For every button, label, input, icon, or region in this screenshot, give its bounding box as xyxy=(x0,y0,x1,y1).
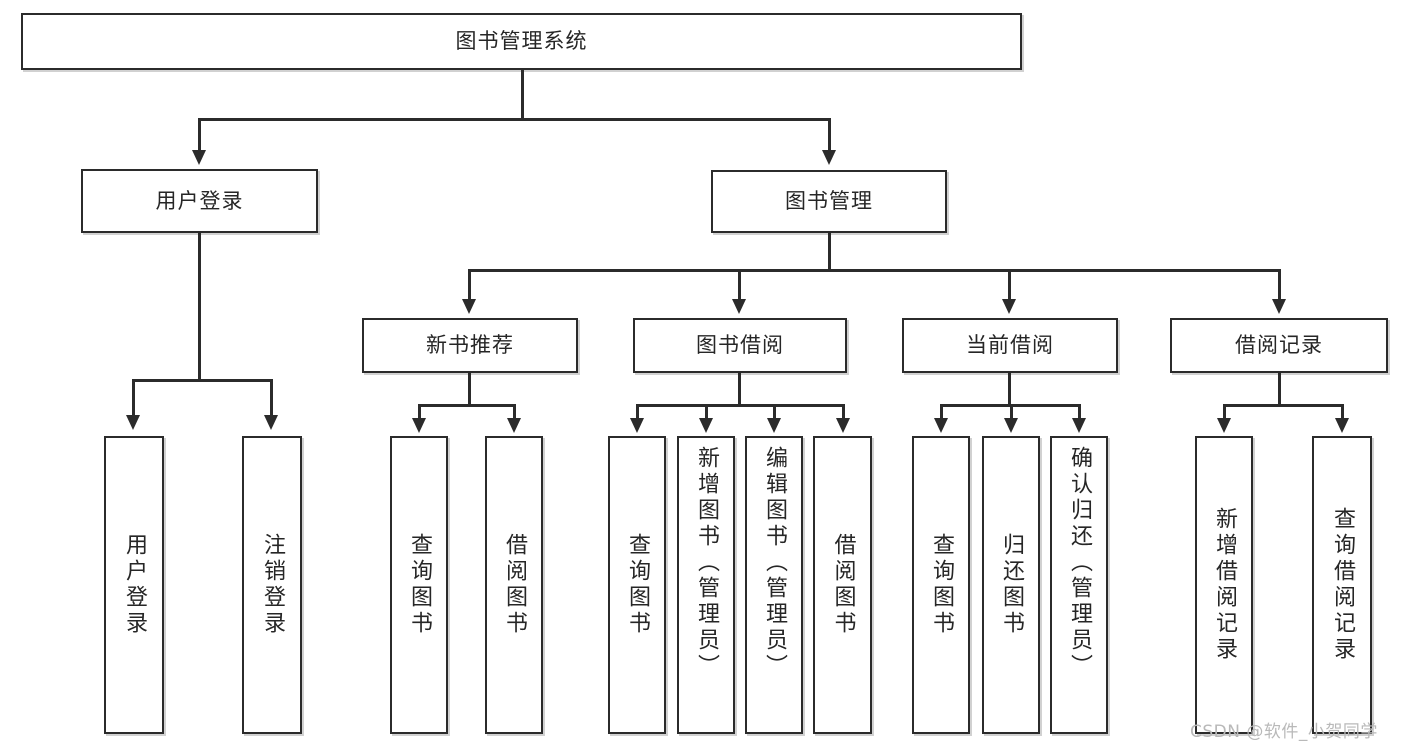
connector-user-login-to-leaf-1 xyxy=(132,379,135,417)
arrow-user-login-to-leaf-2 xyxy=(264,415,278,430)
arrow-bm-to-book-borrow xyxy=(732,299,746,314)
node-current-borrow-label: 当前借阅 xyxy=(966,333,1054,358)
connector-borrow-record-bus xyxy=(1223,404,1343,407)
connector-book-management-bus xyxy=(468,269,1280,272)
connector-br-to-leaf-1 xyxy=(1223,404,1226,420)
connector-bb-to-leaf-2 xyxy=(705,404,708,420)
arrow-cb-to-leaf-3 xyxy=(1072,418,1086,433)
node-leaf-edit-book-label: 编辑图书（管理员） xyxy=(762,446,787,680)
connector-bb-to-leaf-1 xyxy=(636,404,639,420)
arrow-user-login-to-leaf-1 xyxy=(126,415,140,430)
node-leaf-borrow-book-1-label: 借阅图书 xyxy=(502,533,527,637)
connector-cb-to-leaf-2 xyxy=(1010,404,1013,420)
node-leaf-confirm-return[interactable]: 确认归还（管理员） xyxy=(1050,436,1108,734)
arrow-nb-to-leaf-1 xyxy=(412,418,426,433)
connector-root-bus xyxy=(198,118,830,121)
node-leaf-edit-book[interactable]: 编辑图书（管理员） xyxy=(745,436,803,734)
node-leaf-borrow-book-2-label: 借阅图书 xyxy=(830,533,856,637)
arrow-cb-to-leaf-1 xyxy=(934,418,948,433)
node-leaf-query-book-2-label: 查询图书 xyxy=(625,533,650,637)
node-user-login[interactable]: 用户登录 xyxy=(81,169,318,233)
node-book-management[interactable]: 图书管理 xyxy=(711,170,947,233)
connector-root-stem xyxy=(521,70,524,119)
arrow-br-to-leaf-2 xyxy=(1335,418,1349,433)
connector-current-borrow-stem xyxy=(1008,373,1011,406)
connector-new-book-bus xyxy=(418,404,514,407)
arrow-cb-to-leaf-2 xyxy=(1004,418,1018,433)
connector-root-to-user-login xyxy=(198,118,201,152)
node-leaf-query-book-3-label: 查询图书 xyxy=(929,533,954,637)
connector-user-login-bus xyxy=(132,379,271,382)
node-leaf-user-login-label: 用户登录 xyxy=(122,533,147,637)
node-book-borrow-label: 图书借阅 xyxy=(696,333,784,358)
arrow-bm-to-current-borrow xyxy=(1002,299,1016,314)
arrow-root-to-user-login xyxy=(192,150,206,165)
connector-bm-to-current-borrow xyxy=(1008,269,1011,301)
arrow-bb-to-leaf-4 xyxy=(836,418,850,433)
node-user-login-label: 用户登录 xyxy=(155,188,244,213)
arrow-bm-to-borrow-record xyxy=(1272,299,1286,314)
arrow-br-to-leaf-1 xyxy=(1217,418,1231,433)
node-leaf-borrow-book-1[interactable]: 借阅图书 xyxy=(485,436,543,734)
connector-cb-to-leaf-1 xyxy=(940,404,943,420)
connector-nb-to-leaf-2 xyxy=(513,404,516,420)
connector-current-borrow-bus xyxy=(940,404,1079,407)
node-new-book-recommend[interactable]: 新书推荐 xyxy=(362,318,578,373)
connector-bm-to-book-borrow xyxy=(738,269,741,301)
connector-book-management-stem xyxy=(828,233,831,271)
node-book-management-label: 图书管理 xyxy=(785,189,873,214)
arrow-root-to-book-management xyxy=(822,150,836,165)
connector-bb-to-leaf-3 xyxy=(773,404,776,420)
node-new-book-recommend-label: 新书推荐 xyxy=(426,333,514,358)
node-leaf-add-record[interactable]: 新增借阅记录 xyxy=(1195,436,1253,734)
connector-br-to-leaf-2 xyxy=(1341,404,1344,420)
node-leaf-confirm-return-label: 确认归还（管理员） xyxy=(1067,446,1092,680)
connector-user-login-to-leaf-2 xyxy=(270,379,273,417)
node-leaf-query-book-1-label: 查询图书 xyxy=(407,533,432,637)
node-leaf-query-record[interactable]: 查询借阅记录 xyxy=(1312,436,1372,734)
node-leaf-query-record-label: 查询借阅记录 xyxy=(1330,507,1355,663)
node-leaf-add-book[interactable]: 新增图书（管理员） xyxy=(677,436,735,734)
node-borrow-record-label: 借阅记录 xyxy=(1235,333,1323,358)
connector-bb-to-leaf-4 xyxy=(842,404,845,420)
node-current-borrow[interactable]: 当前借阅 xyxy=(902,318,1118,373)
connector-bm-to-new-book xyxy=(468,269,471,301)
arrow-bb-to-leaf-3 xyxy=(767,418,781,433)
watermark-csdn: CSDN @软件_小贺同学 xyxy=(1190,722,1378,742)
arrow-nb-to-leaf-2 xyxy=(507,418,521,433)
node-leaf-borrow-book-2[interactable]: 借阅图书 xyxy=(813,436,872,734)
node-leaf-add-record-label: 新增借阅记录 xyxy=(1212,507,1237,663)
node-borrow-record[interactable]: 借阅记录 xyxy=(1170,318,1388,373)
node-root-label: 图书管理系统 xyxy=(455,29,588,54)
node-leaf-return-book-label: 归还图书 xyxy=(999,533,1024,637)
arrow-bb-to-leaf-1 xyxy=(630,418,644,433)
node-leaf-query-book-3[interactable]: 查询图书 xyxy=(912,436,970,734)
connector-book-borrow-stem xyxy=(738,373,741,406)
node-leaf-logout-label: 注销登录 xyxy=(260,533,285,637)
arrow-bb-to-leaf-2 xyxy=(699,418,713,433)
arrow-bm-to-new-book xyxy=(462,299,476,314)
connector-book-borrow-bus xyxy=(636,404,844,407)
node-root[interactable]: 图书管理系统 xyxy=(21,13,1022,70)
connector-cb-to-leaf-3 xyxy=(1078,404,1081,420)
connector-bm-to-borrow-record xyxy=(1278,269,1281,301)
connector-user-login-stem xyxy=(198,233,201,381)
connector-root-to-book-management xyxy=(828,118,831,152)
connector-nb-to-leaf-1 xyxy=(418,404,421,420)
node-leaf-add-book-label: 新增图书（管理员） xyxy=(694,446,719,680)
connector-new-book-stem xyxy=(468,373,471,406)
node-leaf-return-book[interactable]: 归还图书 xyxy=(982,436,1040,734)
connector-borrow-record-stem xyxy=(1278,373,1281,406)
node-leaf-logout[interactable]: 注销登录 xyxy=(242,436,302,734)
node-leaf-query-book-1[interactable]: 查询图书 xyxy=(390,436,448,734)
node-book-borrow[interactable]: 图书借阅 xyxy=(633,318,847,373)
node-leaf-query-book-2[interactable]: 查询图书 xyxy=(608,436,666,734)
node-leaf-user-login[interactable]: 用户登录 xyxy=(104,436,164,734)
